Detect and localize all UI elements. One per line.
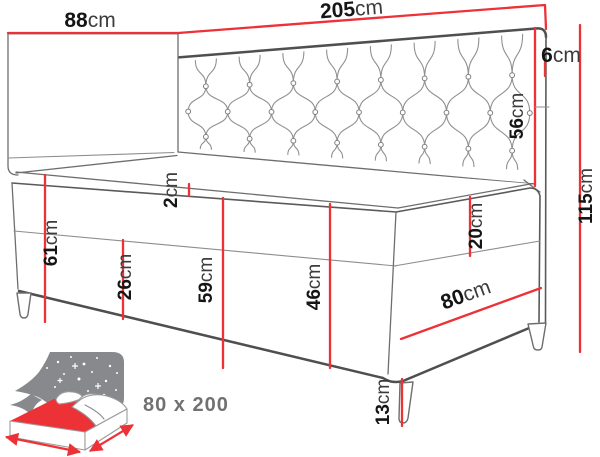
mattress-corner-curl xyxy=(523,179,541,193)
headboard-rear-edge xyxy=(544,36,547,323)
dim-label-base-height: 59cm xyxy=(196,257,217,303)
dim-label-front-left-height: 61cm xyxy=(41,220,62,266)
headboard-face xyxy=(178,27,546,186)
front-left-edge xyxy=(11,182,19,290)
dim-label-leg-height: 13cm xyxy=(373,379,394,425)
front-mid-seam xyxy=(13,230,397,267)
icon-depth-arrow xyxy=(89,424,134,452)
size-label: 80 x 200 xyxy=(143,394,229,416)
icon-width-arrow xyxy=(4,432,82,457)
mattress-top-face xyxy=(16,155,534,208)
dim-label-headboard-thickness: 6cm xyxy=(541,44,581,67)
dim-label-depth-top: 88cm xyxy=(64,9,115,32)
mattress-front-edge xyxy=(15,171,399,209)
right-bottom-edge xyxy=(401,324,536,383)
dimension-lines xyxy=(6,3,582,428)
dimension-labels: 88cm 205cm 6cm 56cm 115cm 61cm 2cm 26cm … xyxy=(41,0,597,425)
right-panel-face xyxy=(398,192,540,381)
dim-label-width-total: 205cm xyxy=(319,0,384,23)
dim-label-front-panel-height: 46cm xyxy=(304,264,325,310)
headboard-tufting xyxy=(185,33,533,170)
right-panel-seam xyxy=(393,240,541,267)
headboard-bottom-edge xyxy=(177,151,535,185)
icon-duvet-fold xyxy=(84,404,105,420)
night-sky-flap xyxy=(10,394,42,415)
front-left-leg xyxy=(16,292,32,319)
front-bottom-edge xyxy=(17,289,405,384)
dim-label-headboard-height: 56cm xyxy=(507,93,528,139)
side-panel-face xyxy=(8,34,178,158)
dim-label-side-top-band: 20cm xyxy=(466,203,487,249)
base-top-edge xyxy=(11,182,397,213)
bed-size-icon xyxy=(4,352,134,457)
dim-line-depth-bottom xyxy=(399,286,543,341)
mattress-left-edge xyxy=(15,154,178,174)
dim-label-total-height: 115cm xyxy=(576,168,597,224)
front-panel-face xyxy=(12,183,396,376)
side-panel-left-edge xyxy=(7,33,19,176)
dim-line-width-total xyxy=(176,3,548,35)
dim-label-mattress-lip: 2cm xyxy=(161,172,182,208)
dim-label-drawer-height: 26cm xyxy=(115,254,136,300)
mattress-right-edge xyxy=(397,182,534,209)
rear-right-leg xyxy=(527,322,547,351)
front-right-edge xyxy=(387,211,397,375)
side-panel-bottom-edge xyxy=(7,151,175,159)
base-top-edge-right xyxy=(395,187,541,323)
